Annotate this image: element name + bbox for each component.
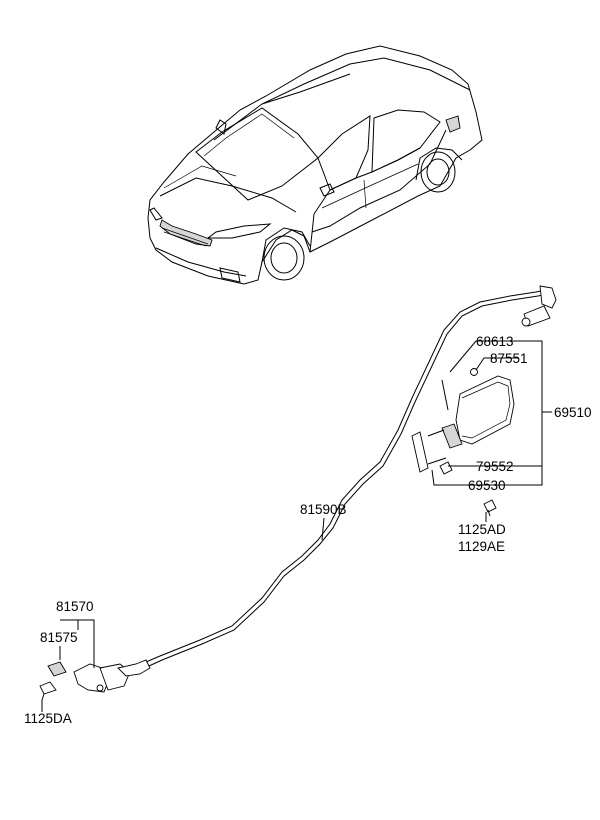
fuel-cable-81590B xyxy=(145,285,557,667)
label-69530: 69530 xyxy=(468,478,506,493)
leader-lines xyxy=(41,340,552,712)
fuel-door-assembly xyxy=(411,368,515,517)
label-81590B: 81590B xyxy=(300,502,347,517)
label-79552: 79552 xyxy=(476,459,514,474)
label-1125AD: 1125AD xyxy=(458,522,506,537)
opener-lever-assembly xyxy=(39,659,151,701)
car-illustration xyxy=(147,45,483,285)
label-81570: 81570 xyxy=(56,599,94,614)
label-1125DA: 1125DA xyxy=(24,711,72,726)
label-69510: 69510 xyxy=(554,405,592,420)
label-68613: 68613 xyxy=(476,334,514,349)
label-81575: 81575 xyxy=(40,630,78,645)
label-1129AE: 1129AE xyxy=(458,539,505,554)
label-87551: 87551 xyxy=(490,351,528,366)
